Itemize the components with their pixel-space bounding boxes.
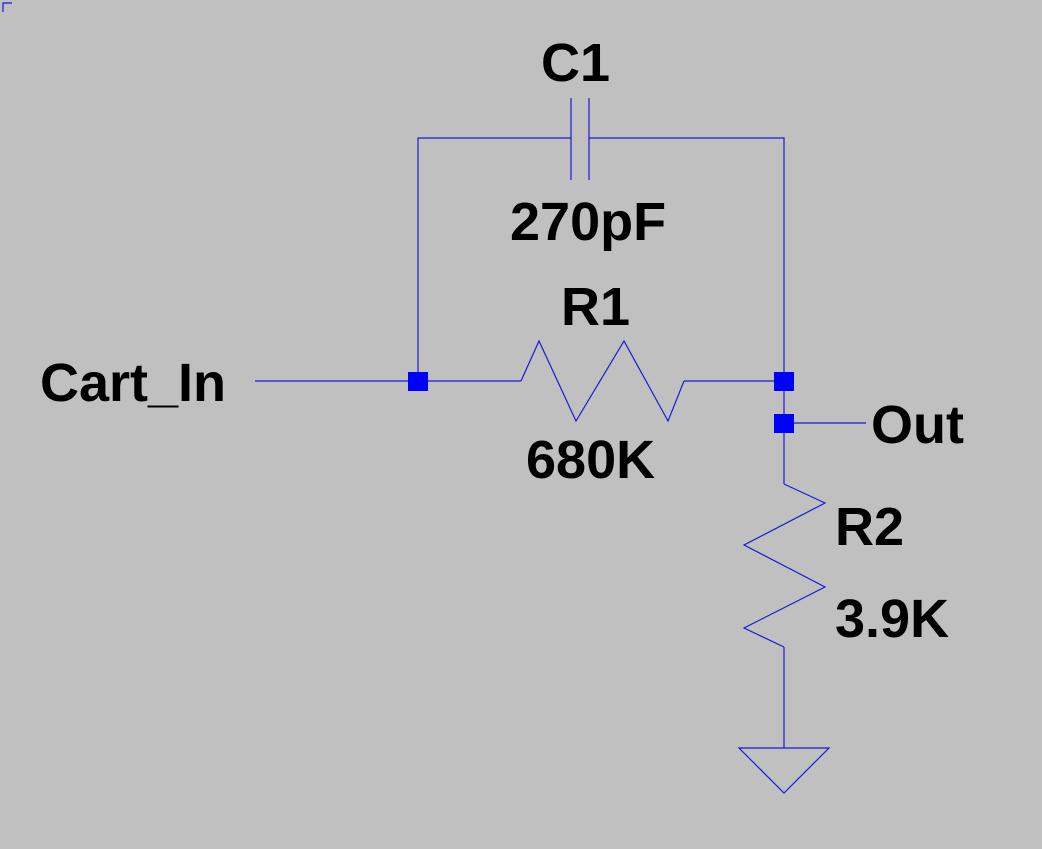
r1-ref-label: R1 — [561, 277, 630, 337]
r1-zigzag — [520, 339, 685, 423]
resistor-r1 — [418, 339, 784, 423]
corner-mark — [2, 2, 12, 12]
ground-icon — [737, 747, 831, 794]
c1-top-wire-right — [589, 137, 785, 381]
net-label-output: Out — [871, 395, 964, 455]
junction-r1-right — [774, 372, 794, 391]
c1-ref-label: C1 — [541, 33, 610, 93]
r2-value-label: 3.9K — [835, 589, 949, 649]
capacitor-c1 — [570, 98, 590, 180]
r2-ref-label: R2 — [835, 497, 904, 557]
resistor-r2 — [742, 423, 827, 748]
junction-output — [774, 414, 794, 433]
r2-zigzag — [742, 483, 827, 648]
net-label-input: Cart_In — [40, 353, 226, 413]
c1-value-label: 270pF — [510, 192, 666, 252]
c1-top-wire-left — [417, 137, 571, 381]
junction-input — [408, 372, 428, 391]
r1-value-label: 680K — [526, 430, 655, 490]
